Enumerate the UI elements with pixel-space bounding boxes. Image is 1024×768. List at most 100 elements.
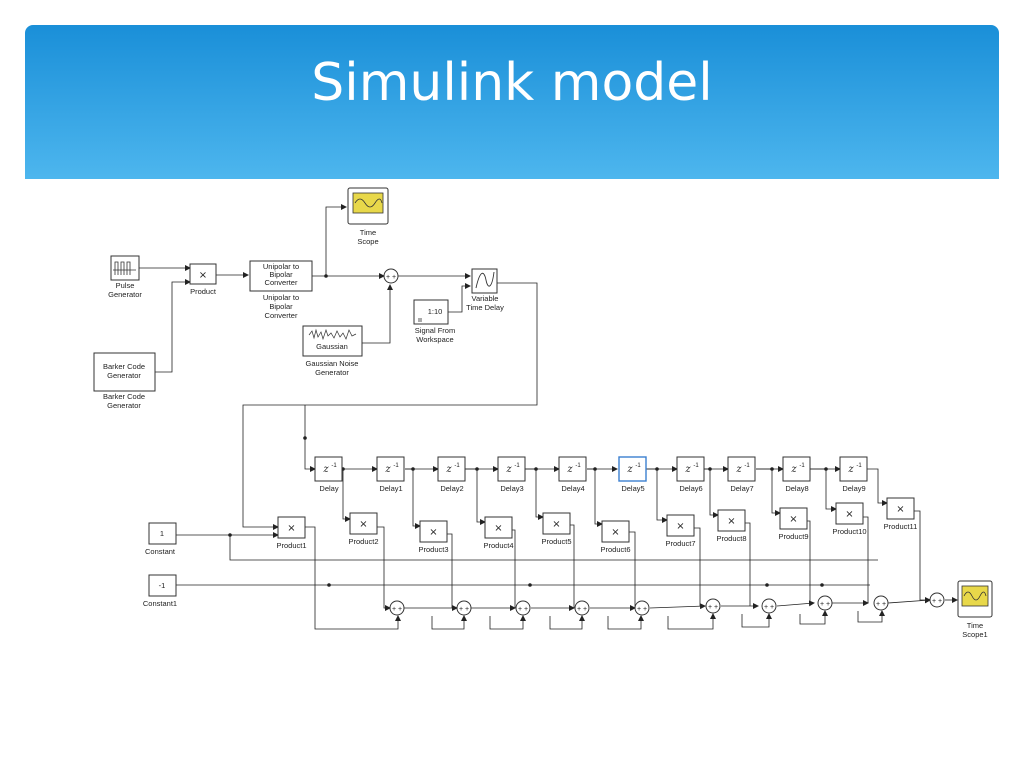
converter-text-1: Unipolar to xyxy=(263,262,299,271)
variable-delay-label-1: Variable xyxy=(472,294,499,303)
product-block-4[interactable]: ×Product4 xyxy=(483,516,514,550)
converter-label-1: Unipolar to xyxy=(263,293,299,302)
product-block-3[interactable]: ×Product3 xyxy=(418,520,449,554)
sum-block-4[interactable]: + + xyxy=(634,600,650,616)
variable-delay-label-2: Time Delay xyxy=(466,303,504,312)
product-block-10[interactable]: ×Product10 xyxy=(832,502,867,536)
delay-symbol-3: z xyxy=(505,464,512,475)
sum-block-5[interactable]: + + xyxy=(705,598,721,614)
constant1-block[interactable]: -1 Constant1 xyxy=(143,574,177,608)
barker-code-block[interactable]: Barker Code Generator Barker Code Genera… xyxy=(93,352,156,410)
product-block-11[interactable]: ×Product11 xyxy=(884,497,918,531)
product-label-7: Product7 xyxy=(665,539,695,548)
constant1-label: Constant1 xyxy=(143,599,177,608)
delay-symbol-8: z xyxy=(790,464,797,475)
sum-sign-4: + + xyxy=(637,606,647,613)
delay-exponent-5: -1 xyxy=(635,463,641,469)
sum-sign-5: + + xyxy=(708,604,718,611)
time-scope-block[interactable]: Time Scope xyxy=(347,187,389,246)
delay-exponent-7: -1 xyxy=(744,463,750,469)
delay-exponent-3: -1 xyxy=(514,463,520,469)
sum-block-2[interactable]: + + xyxy=(515,600,531,616)
pulse-generator-label: Pulse xyxy=(116,281,135,290)
time-scope-label-1: Time xyxy=(360,228,376,237)
delay-symbol-2: z xyxy=(445,464,452,475)
sum-block-0[interactable]: + + xyxy=(389,600,405,616)
multiply-symbol-11: × xyxy=(896,504,904,515)
constant-block[interactable]: 1 Constant xyxy=(145,522,177,556)
workspace-label-2: Workspace xyxy=(416,335,453,344)
product-block-1[interactable]: ×Product1 xyxy=(276,516,307,550)
delay-exponent-4: -1 xyxy=(575,463,581,469)
delay-exponent-8: -1 xyxy=(799,463,805,469)
product-label-9: Product9 xyxy=(778,532,808,541)
variable-time-delay-block[interactable]: Variable Time Delay xyxy=(466,268,504,312)
product-block-9[interactable]: × Product9 xyxy=(778,507,809,541)
workspace-label-1: Signal From xyxy=(415,326,455,335)
sum-block-8[interactable]: + + xyxy=(873,595,889,611)
workspace-text: 1:10 xyxy=(428,307,443,316)
sum-block-7[interactable]: + + xyxy=(817,595,833,611)
product-block-5[interactable]: ×Product5 xyxy=(541,512,572,546)
delay-label-9: Delay9 xyxy=(842,484,865,493)
multiply-symbol-4: × xyxy=(494,523,502,534)
sum-sign-2: + + xyxy=(518,606,528,613)
delay-symbol-9: z xyxy=(847,464,854,475)
multiply-symbol-3: × xyxy=(429,527,437,538)
product-label-8: Product8 xyxy=(716,534,746,543)
converter-block[interactable]: Unipolar to Bipolar Converter Unipolar t… xyxy=(249,260,313,320)
multiply-symbol: × xyxy=(199,270,207,281)
multiply-symbol-9: × xyxy=(789,514,797,525)
sum-block-9[interactable]: + + xyxy=(929,592,945,608)
delay-symbol-6: z xyxy=(684,464,691,475)
product-block-8[interactable]: × Product8 xyxy=(716,509,747,543)
delay-symbol-5: z xyxy=(626,464,633,475)
delay-label-3: Delay3 xyxy=(500,484,523,493)
constant1-value: -1 xyxy=(159,581,166,590)
multiply-symbol-6: × xyxy=(611,527,619,538)
multiply-symbol-5: × xyxy=(552,519,560,530)
barker-label-2: Generator xyxy=(107,401,141,410)
product-blocks: ×Product1×Product2×Product3×Product4×Pro… xyxy=(276,497,918,554)
sum-sign-9: + + xyxy=(932,598,942,605)
slide-title: Simulink model xyxy=(311,53,713,113)
product-block-2[interactable]: ×Product2 xyxy=(348,512,379,546)
sum-sign-6: + + xyxy=(764,604,774,611)
product-block[interactable]: × Product xyxy=(189,263,217,296)
constant-value: 1 xyxy=(160,529,164,538)
barker-label-1: Barker Code xyxy=(103,392,145,401)
delay-label-6: Delay6 xyxy=(679,484,702,493)
product-block-7[interactable]: ×Product7 xyxy=(665,514,696,548)
junction-dots xyxy=(228,274,828,587)
sum-top[interactable]: + + xyxy=(383,268,399,284)
delay-exponent-2: -1 xyxy=(454,463,460,469)
delay-label-8: Delay8 xyxy=(785,484,808,493)
multiply-symbol-2: × xyxy=(359,519,367,530)
pulse-generator-block[interactable]: Pulse Generator xyxy=(108,255,142,299)
sum-block-1[interactable]: + + xyxy=(456,600,472,616)
time-scope1-block[interactable]: Time Scope1 xyxy=(957,580,993,639)
sum-block-3[interactable]: + + xyxy=(574,600,590,616)
multiply-symbol-8: × xyxy=(727,516,735,527)
product-block-6[interactable]: ×Product6 xyxy=(600,520,631,554)
delay-blocks: z-1Delayz-1Delay1z-1Delay2z-1Delay3z-1De… xyxy=(314,456,868,493)
sum-blocks: + + + + + + + + + + + + + + + + + + + + xyxy=(389,592,945,616)
time-scope-label-2: Scope xyxy=(357,237,378,246)
sum-block-6[interactable]: + + xyxy=(761,598,777,614)
barker-text-1: Barker Code xyxy=(103,362,145,371)
delay-symbol-1: z xyxy=(384,464,391,475)
converter-text-3: Converter xyxy=(265,278,298,287)
scope-screen-icon xyxy=(352,192,384,214)
gaussian-noise-block[interactable]: Gaussian Gaussian Noise Generator xyxy=(302,325,363,377)
signal-from-workspace-block[interactable]: 1:10 Signal From Workspace xyxy=(413,299,455,344)
